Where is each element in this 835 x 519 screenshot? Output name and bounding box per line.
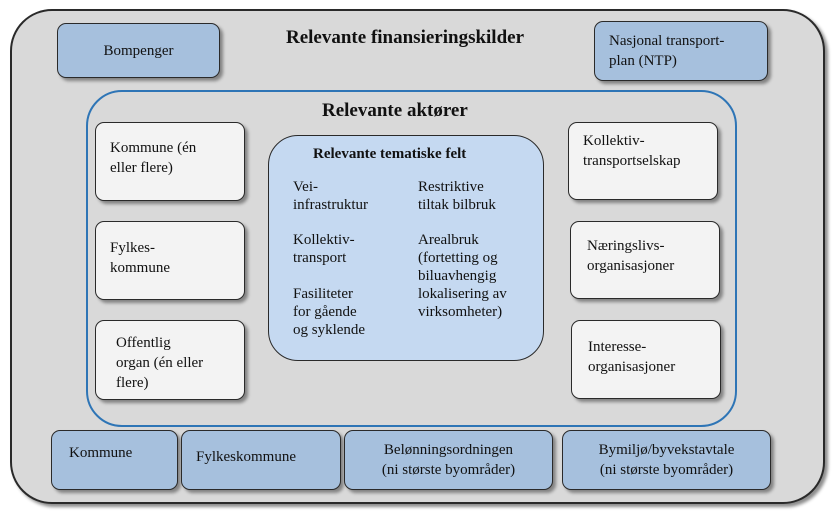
financing-kommune-box: Kommune (51, 430, 178, 490)
financing-belonningsordningen-box: Belønningsordningen (ni største byområde… (344, 430, 553, 490)
actor-fylkeskommune-box: Fylkes- kommune (95, 221, 245, 300)
thematic-fields-title: Relevante tematiske felt (313, 146, 467, 162)
financing-ntp-box: Nasjonal transport- plan (NTP) (594, 21, 768, 81)
theme-arealbruk: Arealbruk (fortetting og biluavhengig lo… (418, 232, 507, 320)
financing-sources-title: Relevante finansieringskilder (286, 27, 525, 48)
theme-fasiliteter: Fasiliteter for gående og syklende (293, 286, 366, 338)
actor-kommune-box: Kommune (én eller flere) (95, 122, 245, 201)
actor-kollektivtransportselskap-box: Kollektiv- transportselskap (568, 122, 718, 200)
theme-restriktive-tiltak: Restriktive tiltak bilbruk (418, 179, 496, 213)
actor-offentlig-organ-box: Offentlig organ (én eller flere) (95, 320, 245, 400)
actor-interesseorganisasjoner-box: Interesse- organisasjoner (571, 320, 721, 399)
financing-bymiljoavtale-box: Bymiljø/byvekstavtale (ni største byområ… (562, 430, 771, 490)
financing-fylkeskommune-box: Fylkeskommune (181, 430, 341, 490)
thematic-fields-container (268, 135, 544, 361)
actors-title: Relevante aktører (322, 100, 468, 121)
financing-bompenger-box: Bompenger (57, 23, 220, 78)
theme-kollektivtransport: Kollektiv- transport (293, 232, 355, 266)
theme-vei-infrastruktur: Vei- infrastruktur (293, 179, 368, 213)
actor-naeringslivsorganisasjoner-box: Næringslivs- organisasjoner (570, 221, 720, 299)
